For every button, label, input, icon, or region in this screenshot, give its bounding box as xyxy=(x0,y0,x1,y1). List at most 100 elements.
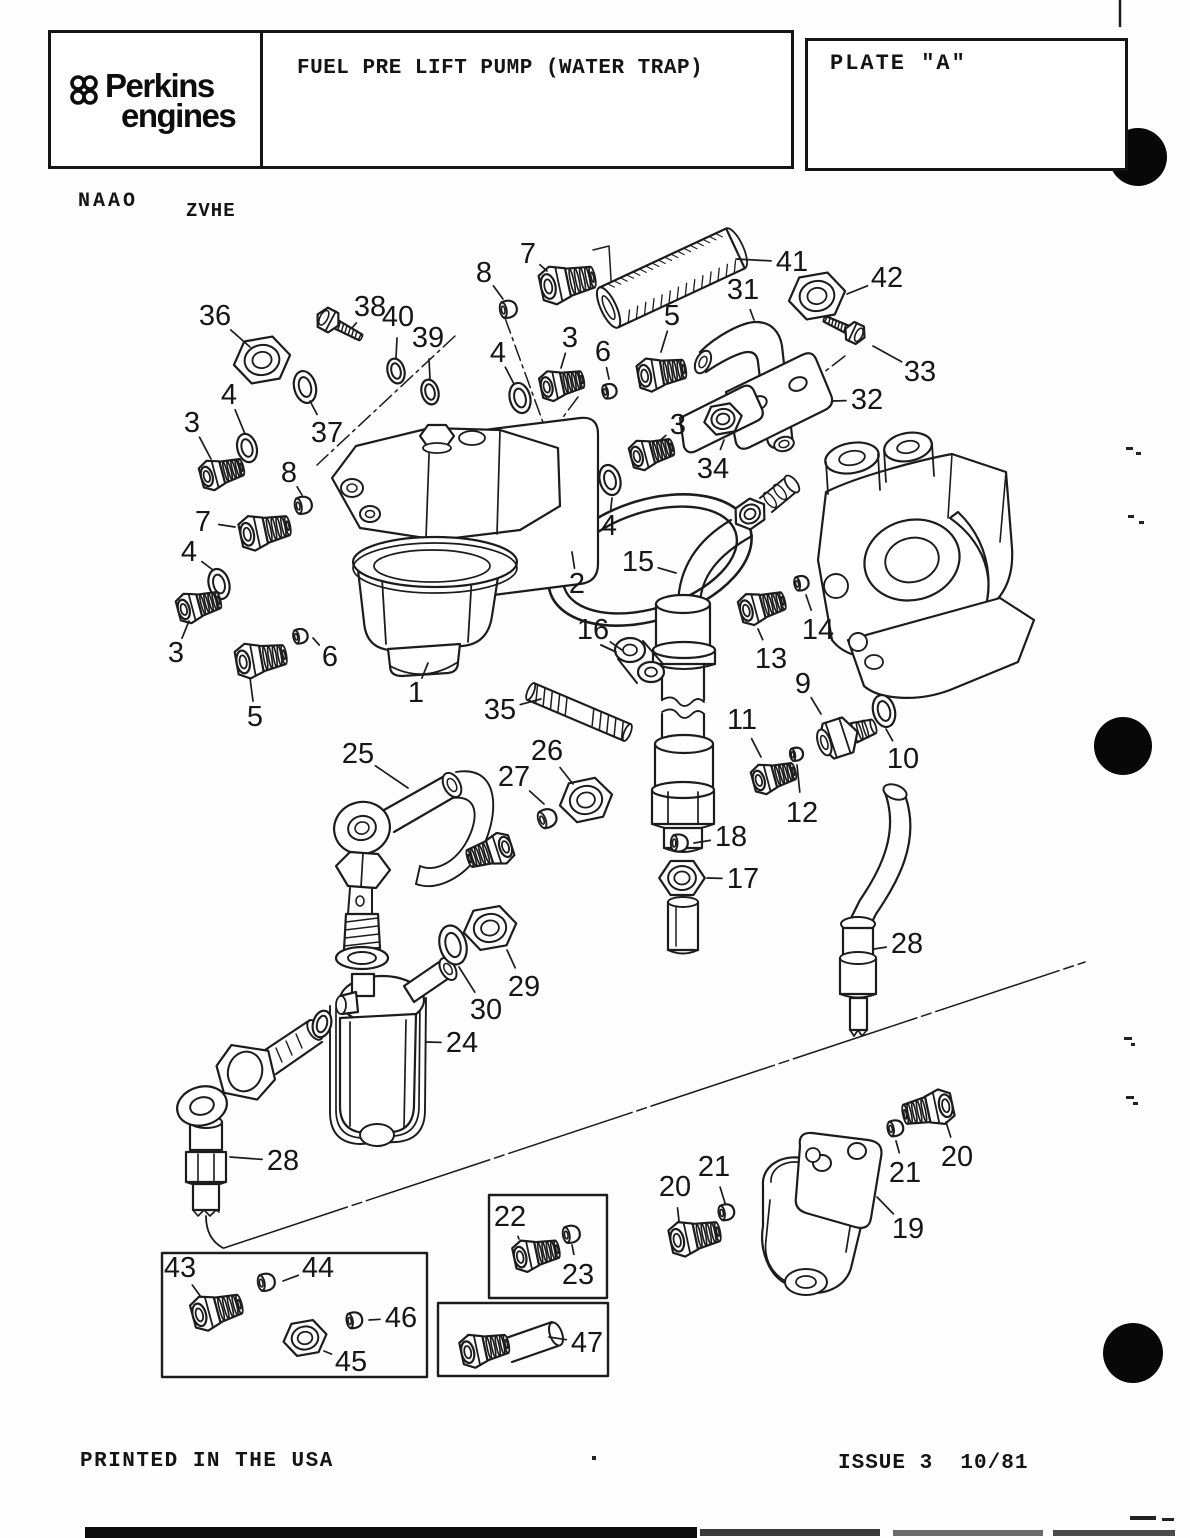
svg-text:19: 19 xyxy=(892,1213,924,1245)
svg-text:3: 3 xyxy=(168,637,184,669)
part-cap-21-left xyxy=(717,1203,736,1222)
part-label-1: 1 xyxy=(408,662,429,709)
svg-text:4: 4 xyxy=(181,536,197,568)
svg-text:36: 36 xyxy=(199,300,231,332)
part-label-27: 27 xyxy=(498,761,545,805)
part-label-21: 21 xyxy=(698,1151,730,1204)
part-cap-18 xyxy=(669,833,689,853)
svg-text:21: 21 xyxy=(889,1157,921,1189)
part-cap-12 xyxy=(788,746,805,762)
part-label-13: 13 xyxy=(755,628,787,675)
part-label-4: 4 xyxy=(601,497,617,542)
part-pipe-15-column xyxy=(650,474,801,955)
svg-text:28: 28 xyxy=(891,928,923,960)
part-label-10: 10 xyxy=(885,728,919,775)
part-label-38: 38 xyxy=(351,291,386,329)
svg-text:13: 13 xyxy=(755,643,787,675)
part-bolt-33 xyxy=(822,315,866,346)
logo-word-2: engines xyxy=(121,97,237,134)
part-cap-8-a xyxy=(293,495,313,515)
part-label-29: 29 xyxy=(506,949,540,1003)
part-clamp-16 xyxy=(600,636,666,684)
part-nut-15 xyxy=(734,497,766,531)
svg-text:6: 6 xyxy=(595,336,611,368)
part-washer-4-top xyxy=(508,381,532,415)
svg-text:8: 8 xyxy=(281,457,297,489)
svg-text:31: 31 xyxy=(727,274,759,306)
part-label-15: 15 xyxy=(622,546,677,578)
part-nut-36 xyxy=(232,335,292,385)
svg-text:34: 34 xyxy=(697,453,729,485)
svg-text:42: 42 xyxy=(871,262,903,294)
svg-text:7: 7 xyxy=(520,238,536,270)
part-label-18: 18 xyxy=(693,821,747,853)
code-zvhe: ZVHE xyxy=(186,200,236,222)
part-label-14: 14 xyxy=(802,594,834,646)
svg-text:3: 3 xyxy=(562,322,578,354)
part-label-41: 41 xyxy=(735,246,808,278)
part-bolt-38 xyxy=(316,306,364,342)
part-label-12: 12 xyxy=(786,764,818,829)
part-plug-3-b xyxy=(174,591,223,625)
part-filter-19 xyxy=(761,1131,883,1296)
header-box: Perkins engines FUEL PRE LIFT PUMP (WATE… xyxy=(48,30,794,169)
part-plug-20-right xyxy=(901,1088,956,1125)
svg-text:4: 4 xyxy=(490,337,506,369)
footer-issue: ISSUE 3 10/81 xyxy=(838,1452,1029,1475)
scan-specks xyxy=(592,447,1174,1521)
part-washer-39 xyxy=(420,378,440,406)
part-label-40: 40 xyxy=(382,301,414,359)
svg-text:39: 39 xyxy=(412,322,444,354)
part-washer-37 xyxy=(292,369,318,405)
svg-text:43: 43 xyxy=(164,1252,196,1284)
group-box-3 xyxy=(436,1301,610,1378)
part-plug-22 xyxy=(511,1239,561,1273)
part-label-24: 24 xyxy=(425,1027,478,1059)
scan-bottom-bar xyxy=(85,1527,1175,1538)
part-label-4: 4 xyxy=(181,536,214,571)
part-cap-14 xyxy=(793,574,810,592)
part-label-4: 4 xyxy=(490,337,515,385)
svg-text:25: 25 xyxy=(342,738,374,770)
logo-word-1: Perkins xyxy=(105,67,215,104)
svg-text:33: 33 xyxy=(904,356,936,388)
svg-text:3: 3 xyxy=(670,409,686,441)
part-label-26: 26 xyxy=(531,735,574,785)
part-label-3: 3 xyxy=(560,322,578,369)
part-label-17: 17 xyxy=(706,863,759,895)
part-label-5: 5 xyxy=(660,300,680,353)
part-label-8: 8 xyxy=(476,257,504,300)
code-naao: NAAO xyxy=(78,190,139,213)
part-hose-28-right xyxy=(838,783,912,1037)
part-union-9 xyxy=(816,716,878,760)
svg-text:5: 5 xyxy=(664,300,680,332)
group-box-2 xyxy=(487,1193,609,1300)
part-plug-13 xyxy=(736,591,787,627)
part-label-39: 39 xyxy=(412,322,444,380)
svg-text:17: 17 xyxy=(727,863,759,895)
svg-text:4: 4 xyxy=(221,379,237,411)
part-plug-20-left xyxy=(667,1221,722,1258)
part-label-34: 34 xyxy=(697,439,729,485)
part-plug-11 xyxy=(749,762,798,796)
part-label-21: 21 xyxy=(889,1140,921,1189)
part-plug-7-a xyxy=(237,515,292,552)
part-plug-43 xyxy=(188,1293,244,1332)
svg-text:2: 2 xyxy=(569,568,585,600)
svg-text:41: 41 xyxy=(776,246,808,278)
part-cap-6-top xyxy=(601,382,618,400)
part-label-2: 2 xyxy=(569,551,585,600)
part-washer-4-mid xyxy=(598,463,622,497)
part-label-22: 22 xyxy=(494,1201,526,1240)
part-cap-6-a xyxy=(292,627,309,645)
part-label-46: 46 xyxy=(368,1302,417,1334)
svg-text:4: 4 xyxy=(601,510,617,542)
part-label-6: 6 xyxy=(595,336,611,380)
part-label-45: 45 xyxy=(323,1346,367,1378)
part-plug-3-top xyxy=(537,370,586,403)
part-plug-26-body xyxy=(465,831,516,868)
part-nut-29 xyxy=(462,904,518,952)
part-filter-assembly-1 xyxy=(330,416,600,678)
part-label-16: 16 xyxy=(577,614,623,651)
part-washer-40 xyxy=(386,357,406,385)
